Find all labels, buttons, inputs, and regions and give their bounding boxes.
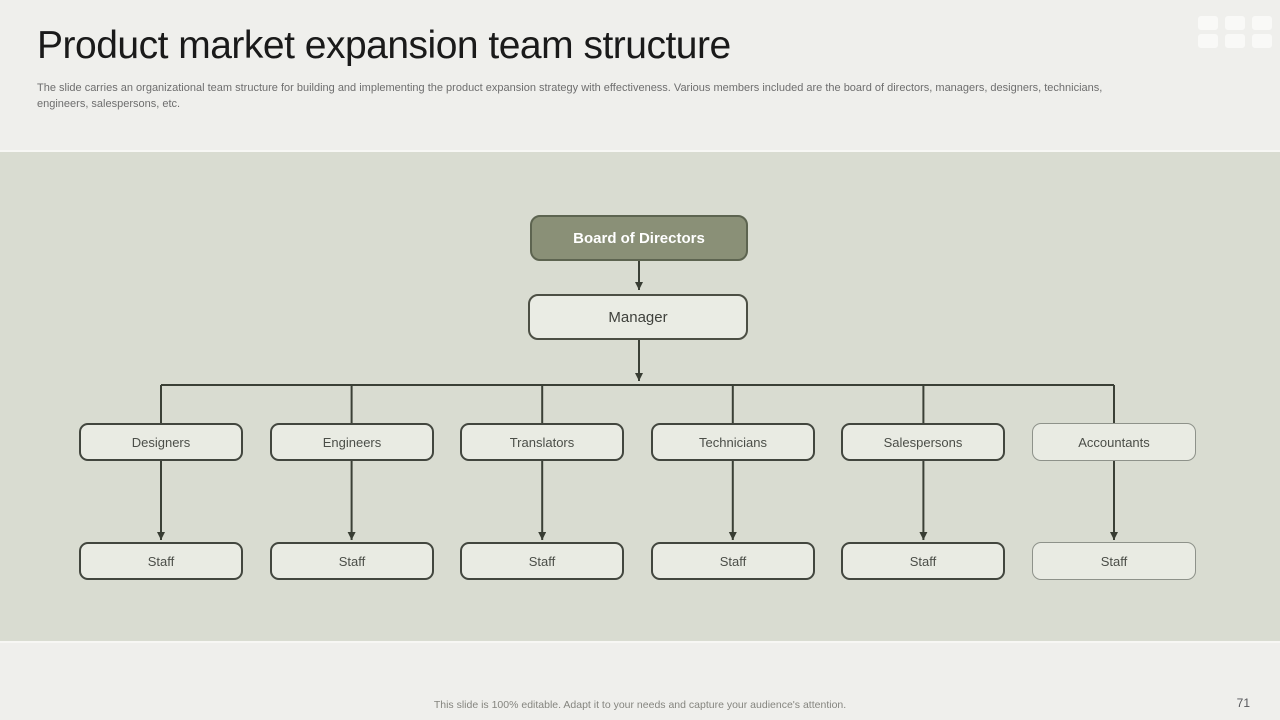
page-description-line-1: The slide carries an organizational team… xyxy=(37,82,1103,94)
org-node-staff-technicians: Staff xyxy=(651,542,815,580)
org-node-accountants: Accountants xyxy=(1032,423,1196,461)
org-node-staff-salespersons: Staff xyxy=(841,542,1005,580)
org-node-technicians: Technicians xyxy=(651,423,815,461)
org-chart-connectors xyxy=(157,261,1118,540)
page-number: 71 xyxy=(1236,696,1250,710)
org-node-designers: Designers xyxy=(79,423,243,461)
org-node-salespersons: Salespersons xyxy=(841,423,1005,461)
org-node-staff-accountants: Staff xyxy=(1032,542,1196,580)
org-node-staff-engineers: Staff xyxy=(270,542,434,580)
watermark-dots-icon xyxy=(1198,16,1272,48)
footer-note: This slide is 100% editable. Adapt it to… xyxy=(433,699,847,711)
org-node-staff-designers: Staff xyxy=(79,542,243,580)
org-node-board-of-directors: Board of Directors xyxy=(530,215,748,261)
page-description-line-2: engineers, salespersons, etc. xyxy=(37,97,181,110)
page-description: The slide carries an organizational team… xyxy=(37,81,1217,112)
org-node-engineers: Engineers xyxy=(270,423,434,461)
org-node-staff-translators: Staff xyxy=(460,542,624,580)
org-chart: Board of Directors Manager Designers Eng… xyxy=(0,150,1280,643)
org-node-manager: Manager xyxy=(528,294,748,340)
org-node-translators: Translators xyxy=(460,423,624,461)
page-title: Product market expansion team structure xyxy=(37,24,731,67)
